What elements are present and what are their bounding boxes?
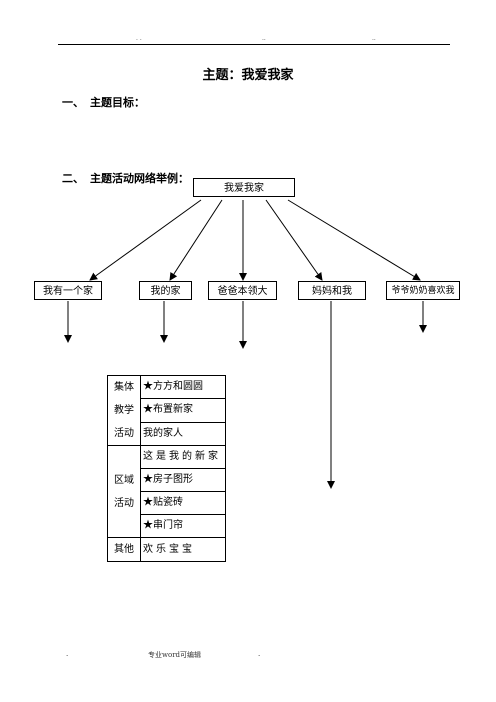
arrow-root-to-child-4 (265, 199, 323, 281)
arrow-root-to-child-5 (287, 199, 421, 281)
network-node-2: 我的家 (139, 281, 192, 300)
table-row: 我的家人 (108, 421, 226, 447)
category-collective-teaching: 集体教学活动 (107, 375, 141, 446)
activity-item: 我的家人 (140, 421, 226, 447)
activity-item: 欢乐宝宝 (140, 537, 226, 562)
table-row: ★房子图形 (108, 468, 226, 492)
header-mark: .. (372, 35, 376, 42)
network-node-1: 我有一个家 (34, 281, 102, 300)
header-mark: .. (262, 35, 266, 42)
table-row: 其他 欢乐宝宝 (107, 537, 226, 562)
network-root-node: 我爱我家 (193, 178, 295, 197)
network-node-3: 爸爸本领大 (208, 281, 277, 300)
section-1-heading: 主题目标： (90, 96, 145, 109)
footer-right-mark: . (258, 650, 261, 658)
table-row: 集体教学活动 ★方方和圆圆 (107, 374, 226, 446)
table-row: ★串门帘 (108, 514, 226, 538)
section-1-number: 一、 (62, 96, 84, 109)
activity-item: ★贴瓷砖 (140, 491, 226, 515)
category-area-activity: 区域活动 (107, 445, 141, 538)
arrow-root-to-child-2 (169, 199, 223, 281)
page-title: 主题：我爱我家 (202, 68, 294, 83)
footer-watermark: 专业word可编辑 (148, 651, 202, 659)
activity-item: 这是我的新家 (140, 445, 226, 469)
category-other: 其他 (107, 537, 141, 562)
header-mark: . . (136, 35, 142, 42)
network-node-4: 妈妈和我 (298, 281, 366, 300)
activity-item: ★布置新家 (140, 398, 226, 423)
activity-item: ★房子图形 (140, 468, 226, 492)
activity-item: ★串门帘 (140, 514, 226, 538)
footer-left-mark: . (66, 650, 69, 658)
section-2-number: 二、 (62, 172, 84, 185)
arrow-root-to-child-1 (89, 199, 202, 281)
activity-item: ★方方和圆圆 (140, 374, 226, 400)
activity-table: 集体教学活动 ★方方和圆圆 ★布置新家 我的家人 区域活动 这是我的新家 ★房子… (107, 374, 226, 562)
section-2-heading: 主题活动网络举例： (90, 172, 189, 185)
network-node-5: 爷爷奶奶喜欢我 (386, 281, 460, 300)
table-row: 区域活动 这是我的新家 (107, 445, 226, 538)
header-rule (58, 44, 450, 45)
